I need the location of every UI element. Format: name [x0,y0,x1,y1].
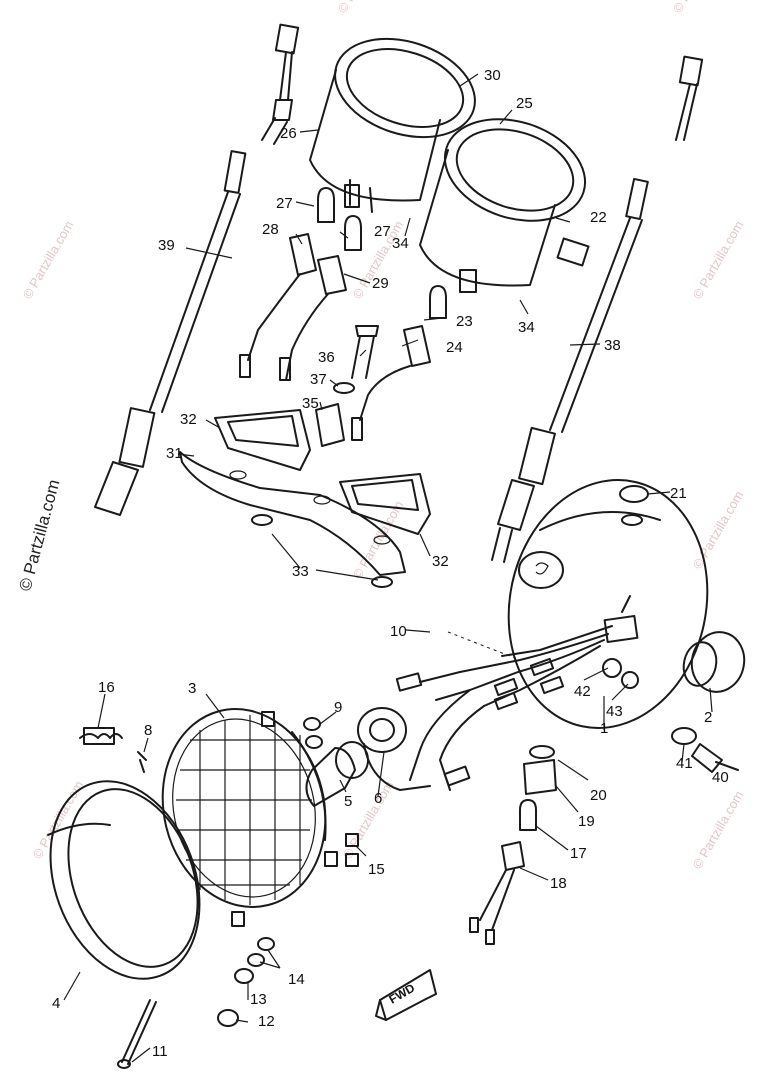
callout-9: 9 [334,699,342,716]
watermark: © Partzilla.com [690,218,747,301]
pilot-lamp-set [469,485,739,945]
callout-27a: 27 [276,195,293,212]
headlight-socket [357,707,431,791]
headlight-bulb [305,741,369,807]
callout-28: 28 [262,221,279,238]
callout-16: 16 [98,679,115,696]
callout-14: 14 [288,971,305,988]
callout-20: 20 [590,787,607,804]
watermark: © Partzilla.com [670,0,727,16]
watermark: © Partzilla.com [690,488,747,571]
callout-30: 30 [484,67,501,84]
callout-5: 5 [344,793,352,810]
watermark: © Partzilla.com [335,0,392,16]
callout-13: 13 [250,991,267,1008]
callout-21: 21 [670,485,687,502]
callout-3: 3 [188,680,196,697]
callout-8: 8 [144,722,152,739]
tachometer-cable [94,23,300,516]
watermark: © Partzilla.com [20,218,77,301]
callout-24: 24 [446,339,463,356]
watermark: © Partzilla.com [690,788,747,871]
headlight-rim [47,780,201,980]
callout-23: 23 [456,313,473,330]
speedometer-cable [491,55,704,563]
speedometer [419,118,590,293]
callout-19: 19 [578,813,595,830]
mount-bolt-set [315,325,379,447]
callout-34b: 34 [518,319,535,336]
fwd-label: FWD [387,981,418,1007]
watermark: © Partzilla.com [340,778,397,861]
meter-bracket [179,409,431,588]
callout-43: 43 [606,703,623,720]
callout-41: 41 [676,755,693,772]
callout-32a: 32 [180,411,197,428]
callout-42: 42 [574,683,591,700]
callout-22: 22 [590,209,607,226]
callout-40: 40 [712,769,729,786]
callout-34a: 34 [392,235,409,252]
callout-36: 36 [318,349,335,366]
callout-1: 1 [600,720,608,737]
callout-39: 39 [158,237,175,254]
headlight-case [507,479,746,729]
forward-arrow: FWD [375,969,437,1021]
callout-33: 33 [292,563,309,580]
callout-15: 15 [368,861,385,878]
callout-32b: 32 [432,553,449,570]
callout-18: 18 [550,875,567,892]
callout-37: 37 [310,371,327,388]
leader-lines [63,73,721,1063]
callout-4: 4 [52,995,60,1012]
callout-29: 29 [372,275,389,292]
callout-6: 6 [374,790,382,807]
callout-labels: 1 2 3 4 5 6 8 9 10 11 12 13 14 15 16 17 … [52,67,729,1060]
sealed-beam-unit [161,708,338,927]
callout-26: 26 [280,125,297,142]
callout-31: 31 [166,445,183,462]
callout-12: 12 [258,1013,275,1030]
callout-35: 35 [302,395,319,412]
callout-17: 17 [570,845,587,862]
callout-11: 11 [152,1043,168,1060]
callout-25: 25 [516,95,533,112]
watermark: © Partzilla.com [350,498,407,581]
tachometer [309,37,476,213]
wiring-harness [395,625,613,791]
callout-27b: 27 [374,223,391,240]
adjust-spring [79,727,147,773]
callout-10: 10 [390,623,407,640]
callout-2: 2 [704,709,712,726]
meter-lamps [239,187,447,441]
watermark-side: © Partzilla.com [16,477,64,593]
small-hardware [117,717,359,1069]
callout-38: 38 [604,337,621,354]
